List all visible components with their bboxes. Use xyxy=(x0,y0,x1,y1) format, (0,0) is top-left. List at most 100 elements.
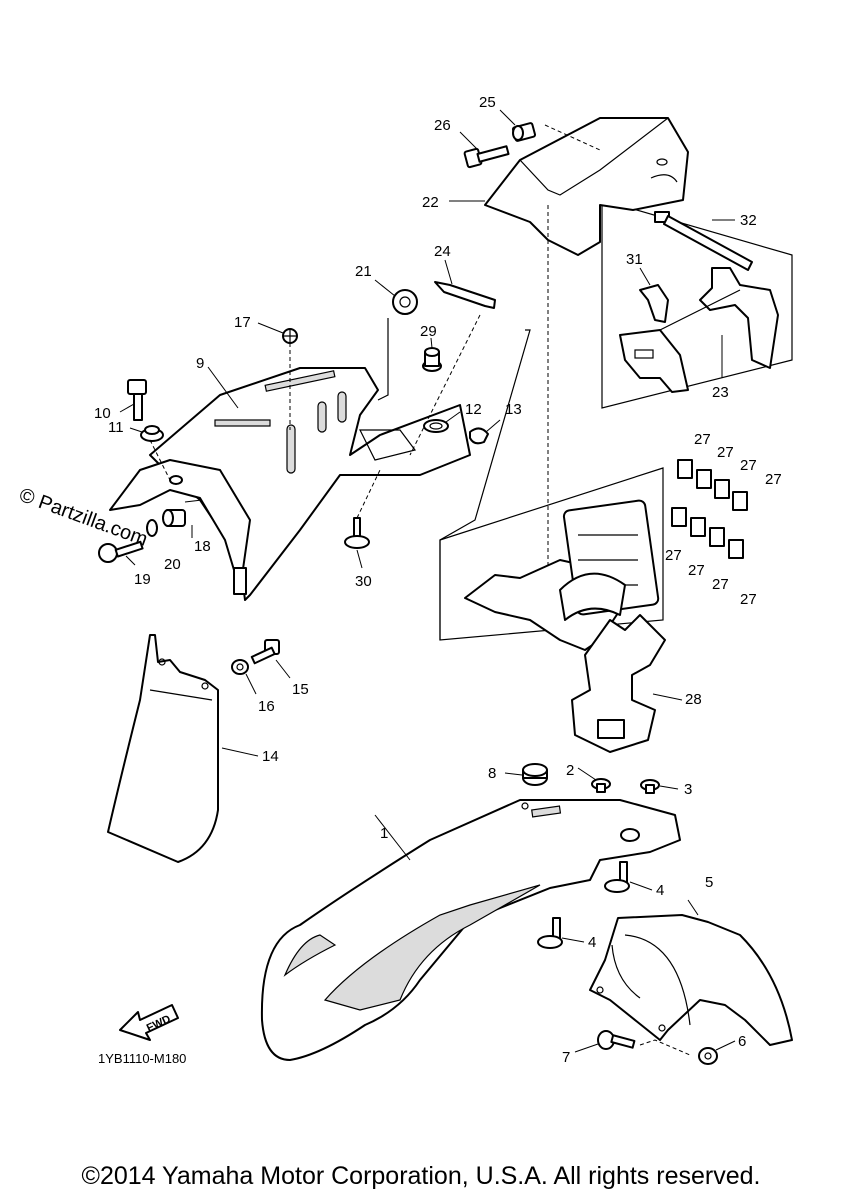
callout-20: 20 xyxy=(164,556,181,573)
callout-3: 3 xyxy=(684,781,692,798)
callout-1: 1 xyxy=(380,825,388,842)
callout-11: 11 xyxy=(108,419,124,436)
part-21-grommet xyxy=(392,289,418,315)
leader-11 xyxy=(129,427,143,433)
callout-30: 30 xyxy=(355,573,372,590)
callout-21: 21 xyxy=(355,263,372,280)
leader-26 xyxy=(459,131,479,151)
part-10-bolt xyxy=(127,379,147,421)
axis-24 xyxy=(409,314,481,456)
leader-14 xyxy=(221,747,259,757)
bracket-box xyxy=(601,199,793,409)
part-1-front-fender xyxy=(260,799,681,1061)
callout-9: 9 xyxy=(196,355,204,372)
leader-29 xyxy=(430,337,433,349)
callout-10: 10 xyxy=(94,405,111,422)
part-8-grommet xyxy=(522,763,548,786)
callout-12: 12 xyxy=(465,401,482,418)
callout-19: 19 xyxy=(134,571,151,588)
fwd-arrow-icon: FWD xyxy=(119,1004,179,1041)
part-12-grommet xyxy=(423,419,449,433)
part-26-bolt xyxy=(463,145,510,169)
axis-30 xyxy=(356,469,381,519)
callout-7: 7 xyxy=(562,1049,570,1066)
callout-26: 26 xyxy=(434,117,451,134)
leader-24 xyxy=(444,259,453,285)
part-11-collar xyxy=(140,425,164,442)
callout-13: 13 xyxy=(505,401,522,418)
callout-5: 5 xyxy=(705,874,713,891)
leader-9 xyxy=(207,366,239,409)
callout-23: 23 xyxy=(712,384,729,401)
leader-7 xyxy=(574,1043,599,1053)
part-17-clip xyxy=(282,328,298,344)
leader-18 xyxy=(184,499,203,503)
callout-27h: 27 xyxy=(740,591,757,608)
leader-30 xyxy=(356,549,363,569)
callout-22: 22 xyxy=(422,194,439,211)
callout-32: 32 xyxy=(740,212,757,229)
part-31-clip xyxy=(639,284,669,323)
callout-27b: 27 xyxy=(717,444,734,461)
part-9-rear-fender xyxy=(109,367,471,601)
part-4-bolt-b xyxy=(537,917,563,949)
callout-6: 6 xyxy=(738,1033,746,1050)
part-24-seal-strip xyxy=(434,281,496,309)
leader-31 xyxy=(639,267,651,286)
part-15-bolt xyxy=(250,639,280,665)
part-19-bolt xyxy=(98,540,144,563)
callout-8: 8 xyxy=(488,765,496,782)
leader-25 xyxy=(499,109,516,126)
part-27-cushions xyxy=(671,459,748,559)
part-13-cap xyxy=(469,427,489,445)
link-21 xyxy=(377,318,389,401)
callout-27a: 27 xyxy=(694,431,711,448)
part-28-plate-bracket xyxy=(464,499,666,753)
leader-4a xyxy=(629,881,653,891)
part-29-collar xyxy=(422,347,442,372)
callout-24: 24 xyxy=(434,243,451,260)
leader-4b xyxy=(561,937,585,943)
leader-17 xyxy=(257,322,284,334)
leader-5 xyxy=(687,899,699,916)
leader-8 xyxy=(504,772,523,776)
leader-2 xyxy=(577,767,597,781)
leader-21 xyxy=(374,279,396,297)
part-32-cable-tie xyxy=(654,211,753,271)
callout-27e: 27 xyxy=(665,547,682,564)
part-14-mud-flap xyxy=(107,634,219,863)
leader-16 xyxy=(245,673,257,695)
callout-16: 16 xyxy=(258,698,275,715)
diagram-code: 1YB1110-M180 xyxy=(98,1051,186,1066)
part-23-bracket xyxy=(619,267,779,393)
leader-19 xyxy=(125,555,136,566)
callout-31: 31 xyxy=(626,251,643,268)
callout-4b: 4 xyxy=(588,934,596,951)
part-20-washer xyxy=(146,519,158,537)
callout-14: 14 xyxy=(262,748,279,765)
leader-6 xyxy=(715,1040,736,1051)
part-25-collar xyxy=(511,122,537,142)
part-4-bolt-a xyxy=(604,861,630,893)
callout-25: 25 xyxy=(479,94,496,111)
part-16-washer xyxy=(231,659,249,675)
leader-13 xyxy=(485,419,501,433)
callout-18: 18 xyxy=(194,538,211,555)
callout-17: 17 xyxy=(234,314,251,331)
part-7-bolt xyxy=(597,1030,636,1050)
part-3-screw xyxy=(640,779,660,794)
part-18-collar xyxy=(162,509,186,527)
leader-28 xyxy=(652,693,683,701)
callout-4a: 4 xyxy=(656,882,664,899)
part-6-nut xyxy=(698,1047,718,1065)
number-plate-box xyxy=(439,467,664,641)
callout-27f: 27 xyxy=(688,562,705,579)
callout-2: 2 xyxy=(566,762,574,779)
leader-3 xyxy=(659,785,679,790)
leader-12 xyxy=(445,411,461,423)
callout-27c: 27 xyxy=(740,457,757,474)
axis-6-7 xyxy=(639,1039,691,1056)
callout-29: 29 xyxy=(420,323,437,340)
part-5-fork-guard xyxy=(589,914,793,1046)
